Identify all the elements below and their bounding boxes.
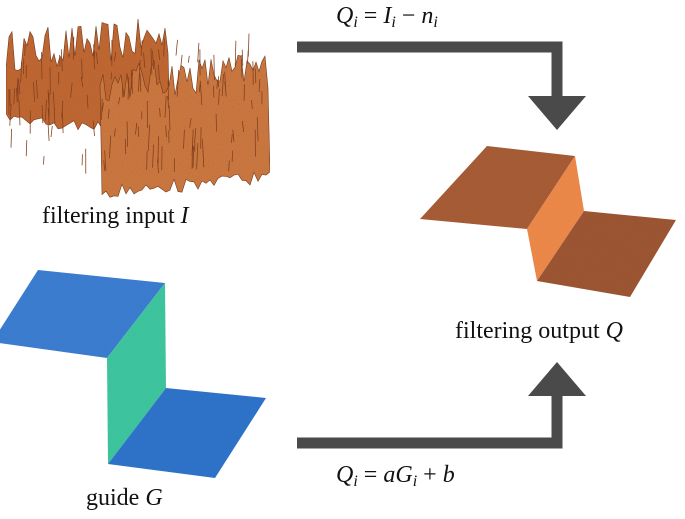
arrow-up-head (528, 362, 586, 396)
input-label: filtering input I (42, 203, 189, 229)
arrow-down-head (528, 96, 586, 130)
guide-upper-plane (0, 270, 165, 358)
output-label: filtering output Q (455, 318, 623, 344)
guide-step-wall (107, 283, 166, 464)
noisy-input-spikes (8, 33, 263, 174)
output-step-wall (527, 156, 584, 281)
noisy-input-lower-block (99, 54, 271, 198)
bottom-equation: Qi = aGi + b (336, 462, 455, 490)
arrow-input-to-output (297, 41, 586, 130)
noisy-input-surface (5, 18, 271, 198)
guide-surface (0, 270, 266, 478)
guide-label: guide G (86, 485, 163, 511)
output-surface (420, 146, 676, 297)
top-equation: Qi = Ii − ni (336, 3, 438, 31)
arrow-guide-to-output (297, 362, 586, 449)
output-upper-plane (420, 146, 575, 229)
guide-lower-plane (108, 388, 266, 478)
output-lower-plane (537, 211, 676, 297)
